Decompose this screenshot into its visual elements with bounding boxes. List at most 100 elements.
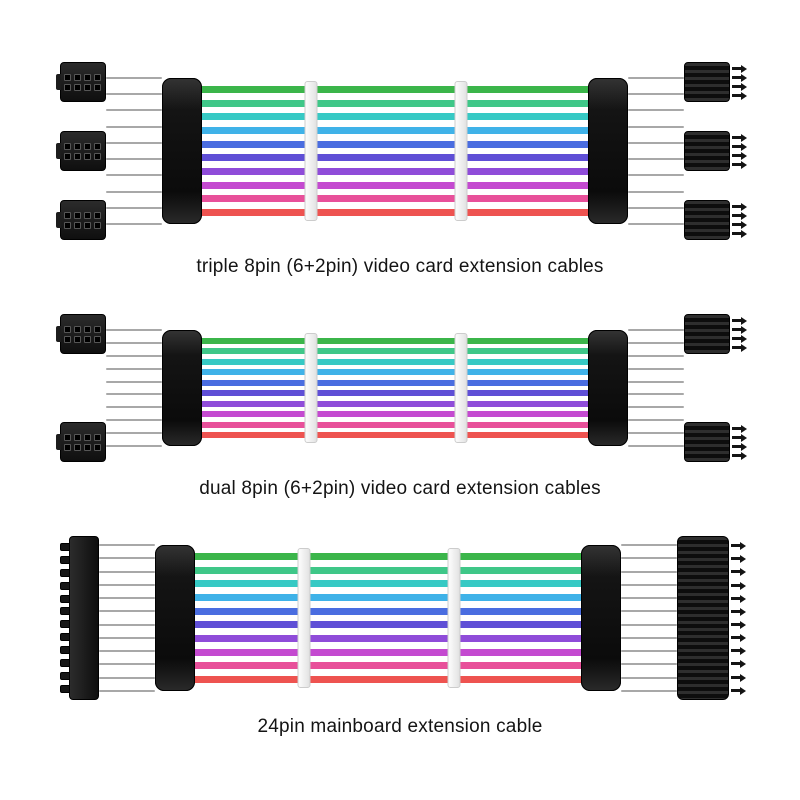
- wire: [105, 444, 162, 447]
- wire: [99, 689, 155, 692]
- wire: [627, 206, 684, 209]
- wire: [627, 222, 684, 225]
- connector-24pin-female: [60, 536, 99, 700]
- led-stripe: [194, 181, 595, 189]
- pin-hole: [94, 433, 101, 441]
- pin: [731, 335, 747, 343]
- wire: [621, 623, 677, 626]
- male-pins: [731, 65, 747, 100]
- wire: [105, 141, 162, 144]
- cable-caption: 24pin mainboard extension cable: [257, 716, 543, 737]
- connector-24pin-male: [677, 536, 746, 700]
- connector-8pin-male: [683, 62, 747, 102]
- wire: [627, 158, 684, 161]
- pin: [731, 621, 746, 630]
- pin: [731, 425, 747, 433]
- connector-8pin-female: [55, 422, 106, 462]
- wire: [105, 406, 162, 409]
- rgb-sleeve: [188, 548, 588, 688]
- pin-hole: [74, 325, 81, 333]
- pin-hole: [74, 152, 81, 160]
- pin-hole: [64, 335, 71, 343]
- connector-body: [683, 131, 730, 171]
- led-stripe: [194, 348, 595, 355]
- wire: [621, 557, 677, 560]
- wire: [627, 419, 684, 422]
- pin-hole: [64, 433, 71, 441]
- wire: [621, 676, 677, 679]
- connector-latch: [55, 212, 61, 228]
- connector-8pin-female: [55, 62, 106, 102]
- wire: [99, 544, 155, 546]
- wire: [621, 650, 677, 653]
- pin-hole: [84, 325, 91, 333]
- led-stripe: [188, 580, 588, 588]
- led-stripe: [194, 379, 595, 386]
- connector-latch: [55, 326, 61, 342]
- pin-hole: [94, 443, 101, 451]
- wire: [99, 583, 155, 586]
- led-stripe: [188, 648, 588, 656]
- wire: [99, 636, 155, 639]
- wire: [627, 109, 684, 112]
- wire: [627, 174, 684, 177]
- wire: [105, 393, 162, 396]
- led-stripe: [194, 411, 595, 418]
- cable-caption: dual 8pin (6+2pin) video card extension …: [199, 478, 601, 499]
- pin-grid: [64, 73, 101, 91]
- led-stripe: [194, 338, 595, 344]
- pin: [731, 92, 747, 100]
- led-stripe: [194, 99, 595, 107]
- rgb-sleeve: [194, 333, 595, 443]
- pin-hole: [64, 211, 71, 219]
- cable-comb-left: [161, 330, 202, 446]
- pin: [731, 212, 747, 220]
- connector-latch: [55, 143, 61, 159]
- right-connectors: [683, 314, 747, 462]
- pin-hole: [74, 221, 81, 229]
- pin-hole: [84, 335, 91, 343]
- cable-section-dual-8pin: dual 8pin (6+2pin) video card extension …: [55, 314, 747, 500]
- wire: [627, 367, 684, 370]
- wire: [621, 544, 677, 546]
- pin: [731, 647, 746, 656]
- right-connectors: [683, 62, 747, 240]
- male-pins: [731, 134, 747, 169]
- pin-hole: [94, 152, 101, 160]
- pin-hole: [64, 142, 71, 150]
- wire: [621, 610, 677, 613]
- connector-body: [683, 422, 730, 462]
- led-stripe: [194, 195, 595, 203]
- wire: [105, 190, 162, 193]
- wire-bundle-right: [627, 77, 684, 225]
- cable-section-24pin: 24pin mainboard extension cable: [60, 536, 746, 738]
- wire-bundle-right: [627, 329, 684, 447]
- wire: [621, 597, 677, 600]
- led-stripe: [194, 400, 595, 407]
- wire: [621, 570, 677, 573]
- male-pins: [731, 542, 746, 695]
- wire: [105, 125, 162, 128]
- wire: [621, 689, 677, 692]
- connector-8pin-female: [55, 314, 106, 354]
- pin-hole: [64, 73, 71, 81]
- wire: [627, 432, 684, 434]
- connector-body: [683, 314, 730, 354]
- male-pins: [731, 203, 747, 238]
- wire-bundle-left: [99, 544, 155, 692]
- pin-hole: [94, 83, 101, 91]
- pin: [731, 686, 746, 695]
- wire: [627, 77, 684, 79]
- male-pins: [731, 317, 747, 352]
- pin: [731, 581, 746, 590]
- wire: [627, 341, 684, 344]
- wire: [99, 597, 155, 600]
- pin: [731, 568, 746, 577]
- wire: [621, 636, 677, 639]
- connector-8pin-male: [683, 200, 747, 240]
- pin: [731, 452, 747, 460]
- led-stripe: [194, 140, 595, 148]
- pin-hole: [64, 325, 71, 333]
- pin: [731, 317, 747, 325]
- connector-latch: [55, 74, 61, 90]
